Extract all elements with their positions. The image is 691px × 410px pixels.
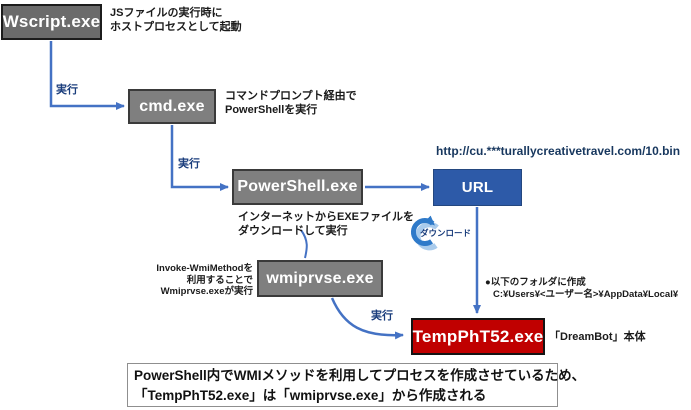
folder-note-line1: ●以下のフォルダに作成	[485, 277, 586, 288]
note-wmiprvse-line1: Invoke-WmiMethodを	[156, 263, 253, 274]
node-tempphT52-label: TempPhT52.exe	[412, 326, 544, 346]
footer-note-line1: PowerShell内でWMIメソッドを利用してプロセスを作成させているため、	[134, 368, 586, 383]
note-wscript-line2: ホストプロセスとして起動	[110, 21, 242, 33]
node-powershell-label: PowerShell.exe	[237, 178, 358, 195]
node-powershell: PowerShell.exe	[232, 169, 363, 205]
note-wmiprvse-line2: 利用することで	[186, 274, 253, 286]
node-tempphT52: TempPhT52.exe	[411, 318, 545, 355]
note-wmiprvse-line3: Wmiprvse.exeが実行	[160, 286, 253, 297]
footer-note: PowerShell内でWMIメソッドを利用してプロセスを作成させているため、 …	[127, 363, 586, 407]
node-wmiprvse: wmiprvse.exe	[257, 260, 383, 297]
download-label: ダウンロード	[420, 228, 472, 238]
note-powershell-line1: インターネットからEXEファイルを	[238, 211, 415, 223]
folder-note: ●以下のフォルダに作成 C:¥Users¥<ユーザー名>¥AppData¥Loc…	[485, 277, 678, 300]
node-wscript: Wscript.exe	[1, 4, 102, 40]
dreambot-note: 「DreamBot」本体	[549, 331, 646, 343]
node-wmiprvse-label: wmiprvse.exe	[266, 269, 374, 287]
arrow-cmd-to-powershell	[170, 125, 229, 191]
note-powershell-line2: ダウンロードして実行	[238, 225, 348, 237]
node-url-label: URL	[461, 179, 494, 196]
node-cmd: cmd.exe	[128, 89, 216, 124]
note-cmd-line1: コマンドプロンプト経由で	[225, 90, 357, 102]
note-cmd-line2: PowerShellを実行	[225, 104, 318, 116]
node-cmd-label: cmd.exe	[139, 97, 205, 115]
node-wscript-label: Wscript.exe	[2, 12, 101, 31]
note-wscript-line1: JSファイルの実行時に	[110, 7, 223, 19]
note-wscript: JSファイルの実行時に ホストプロセスとして起動	[110, 6, 242, 34]
note-wmiprvse: Invoke-WmiMethodを 利用することで Wmiprvse.exeが実…	[140, 263, 253, 298]
arrow-wscript-to-cmd	[49, 41, 125, 110]
url-address: http://cu.***turallycreativetravel.com/1…	[436, 144, 681, 158]
edge-label-execute-wmiprvse-tempphT52: 実行	[371, 310, 393, 322]
footer-note-line2: 「TempPhT52.exe」は「wmiprvse.exe」から作成される	[134, 388, 487, 403]
arrow-wmiprvse-to-tempphT52	[330, 297, 404, 340]
edge-label-execute-wscript-cmd: 実行	[56, 84, 78, 96]
note-cmd: コマンドプロンプト経由で PowerShellを実行	[225, 89, 357, 117]
note-powershell: インターネットからEXEファイルを ダウンロードして実行	[238, 210, 414, 238]
download-icon	[410, 215, 439, 251]
folder-note-line2: C:¥Users¥<ユーザー名>¥AppData¥Local¥	[493, 288, 679, 300]
edge-label-execute-cmd-powershell: 実行	[178, 158, 200, 170]
node-url: URL	[433, 169, 522, 206]
connector-powershell-to-wmiprvse	[300, 229, 308, 259]
